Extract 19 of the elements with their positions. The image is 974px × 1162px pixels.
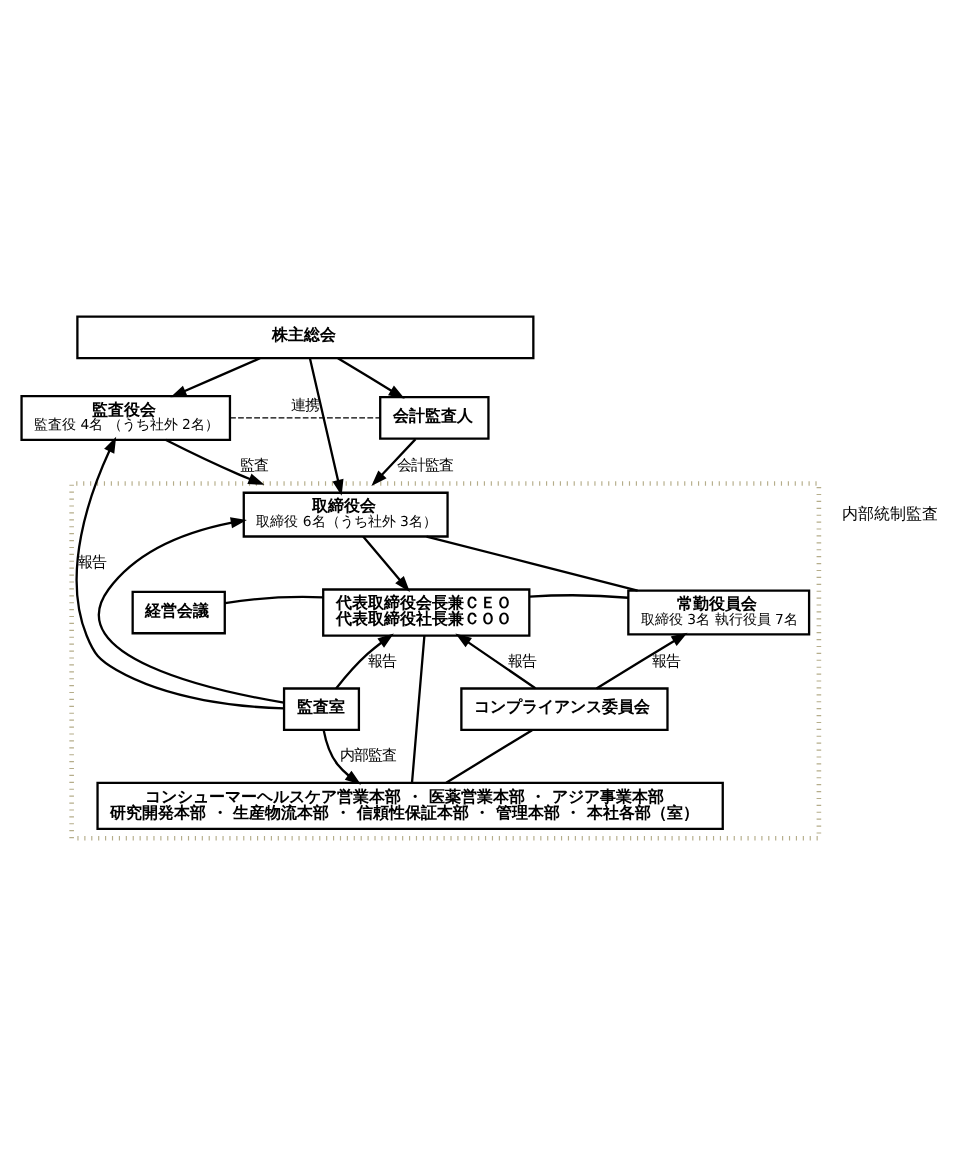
arrow — [362, 534, 410, 591]
connector — [445, 728, 533, 783]
arrow — [371, 437, 417, 486]
cluster — [69, 480, 822, 840]
arrow — [308, 356, 344, 495]
arrow — [322, 728, 362, 784]
arrow — [98, 516, 284, 703]
arrow — [455, 632, 537, 689]
arrow — [335, 632, 394, 689]
arrow — [595, 631, 688, 689]
connector — [410, 634, 426, 782]
arrow — [170, 356, 261, 397]
arrow — [164, 437, 265, 484]
connector — [529, 593, 629, 598]
connector — [229, 416, 381, 418]
connector — [224, 594, 323, 604]
connector — [426, 534, 638, 591]
arrow — [337, 356, 405, 398]
arrow — [75, 435, 284, 709]
